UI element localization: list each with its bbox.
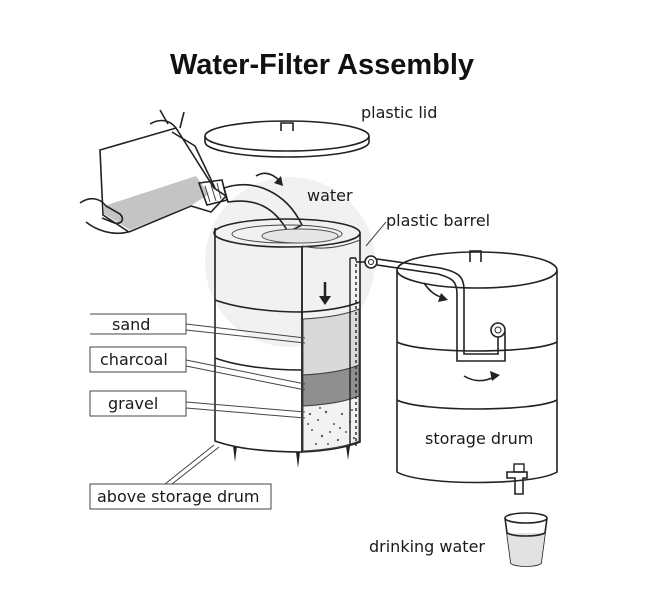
barrel-legs (233, 446, 350, 468)
inflow-arrow (423, 282, 448, 302)
storage-drum (396, 250, 558, 484)
drinking-glass (504, 512, 548, 567)
label-above-storage-drum: above storage drum (97, 487, 259, 506)
gravel-specks (307, 407, 356, 445)
gravel-label-box (89, 390, 306, 419)
label-storage-drum: storage drum (425, 429, 533, 448)
watermark-logo (205, 177, 375, 347)
filter-outlet-pipe (349, 255, 378, 446)
flow-arrow-lower (463, 371, 500, 382)
hands (79, 109, 185, 235)
pour-arrow (255, 172, 283, 186)
label-plastic-lid: plastic lid (361, 103, 437, 122)
label-drinking-water: drinking water (369, 537, 485, 556)
label-water: water (307, 186, 353, 205)
gravel-layer (302, 395, 360, 452)
sand-label-box (90, 313, 306, 344)
down-arrow (319, 282, 331, 305)
charcoal-label-box (89, 346, 306, 391)
label-plastic-barrel: plastic barrel (386, 211, 490, 230)
label-sand: sand (112, 315, 150, 334)
drum-tap (506, 463, 528, 495)
label-gravel: gravel (108, 394, 158, 413)
label-charcoal: charcoal (100, 350, 168, 369)
above-storage-drum-label-box (89, 444, 272, 510)
pitcher (99, 127, 228, 233)
diagram-title: Water-Filter Assembly (170, 49, 474, 81)
connecting-pipe (376, 258, 506, 362)
plastic-lid (204, 120, 370, 158)
